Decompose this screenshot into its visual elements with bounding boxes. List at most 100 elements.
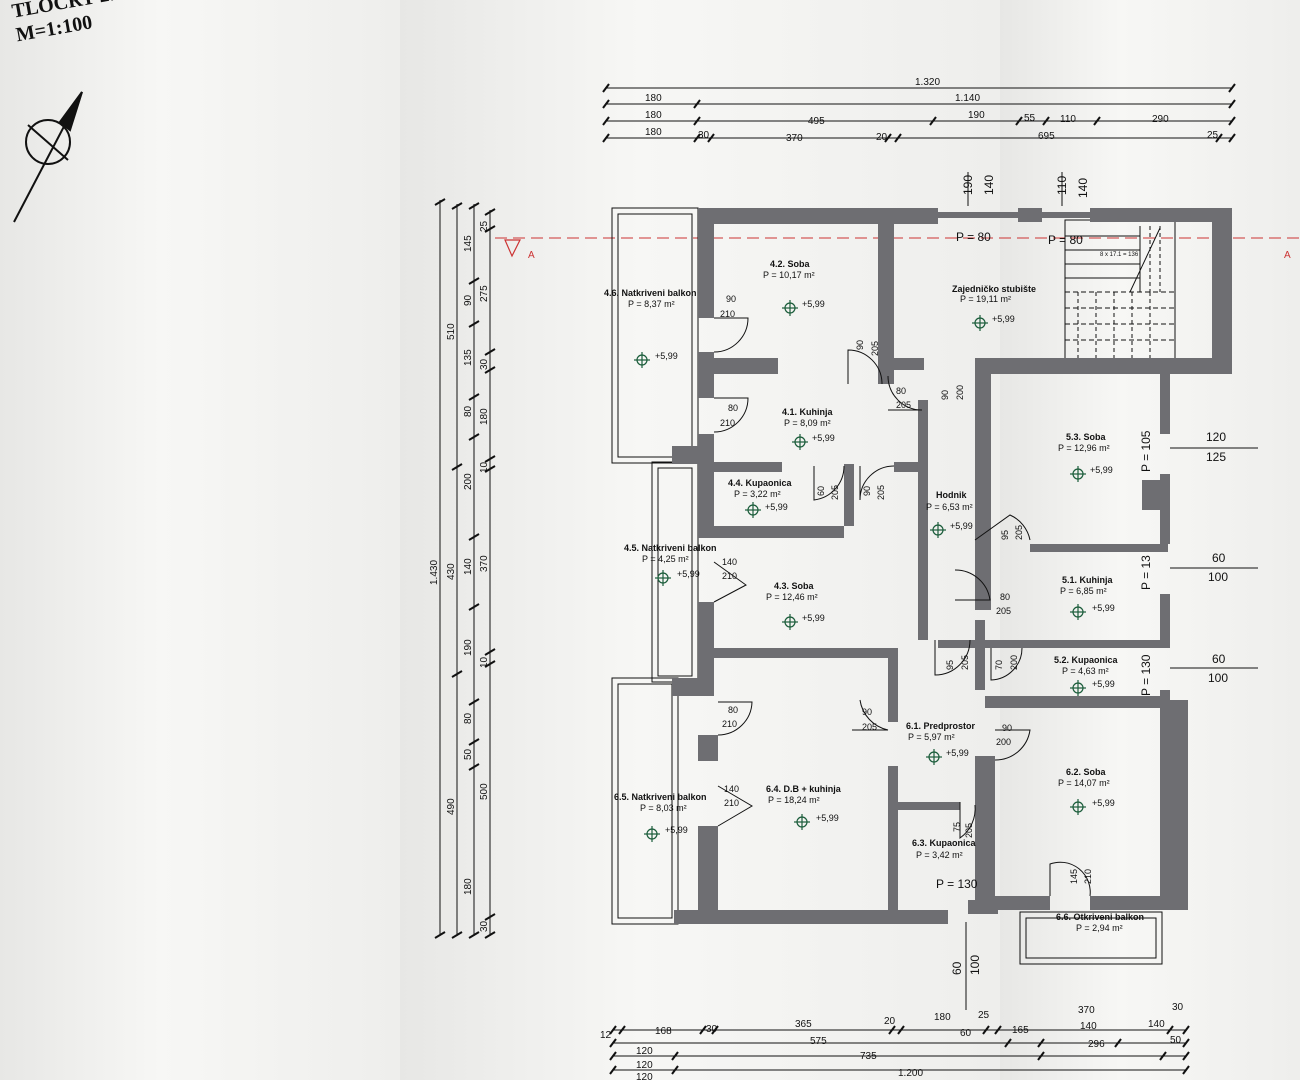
door-d13a: 80 (728, 705, 738, 715)
bottom-dimensions (609, 1025, 1190, 1075)
room-level-4-5: +5,99 (677, 569, 700, 579)
window-w140b: 140 (1076, 178, 1090, 198)
window-w110: 110 (1055, 176, 1069, 195)
dim-bottom-r4-2: 735 (860, 1051, 877, 1062)
parapet-p80a: P = 80 (956, 230, 991, 244)
door-d2b: 205 (870, 341, 880, 356)
dim-left-c3-8: 80 (463, 712, 474, 724)
room-area-6-4: P = 18,24 m² (768, 795, 820, 805)
window-w100c: 100 (968, 955, 982, 975)
north-arrow-icon (13, 91, 83, 223)
dim-left-c3-2: 90 (463, 294, 474, 306)
dim-left-c2-3: 490 (446, 798, 457, 815)
dim-bottom-r3-4: 50 (1170, 1035, 1182, 1046)
dim-top-r3-6: 290 (1152, 114, 1169, 125)
door-d3b: 205 (896, 400, 911, 410)
room-name-6-3: 6.3. Kupaonica (912, 838, 977, 848)
dim-bottom-r2-4: 140 (1148, 1019, 1165, 1030)
dim-left-c4-8: 500 (479, 783, 490, 800)
door-d2a: 90 (855, 340, 865, 350)
stair-note: 8 x 17.1 = 136 (1100, 252, 1139, 258)
dim-top-r2-1: 180 (645, 93, 662, 104)
dim-bottom-r1-1: 12 (600, 1030, 612, 1041)
room-level-4-4: +5,99 (765, 502, 788, 512)
window-w100b: 100 (1208, 671, 1228, 685)
room-name-4-2: 4.2. Soba (770, 259, 811, 269)
door-d12b: 200 (1009, 655, 1019, 670)
dim-left-c2-1: 510 (446, 323, 457, 340)
dim-top-total: 1.320 (915, 77, 940, 88)
door-d5b: 210 (720, 418, 735, 428)
dim-left-c3-7: 190 (463, 639, 474, 656)
dim-bottom-r1-5: 20 (884, 1016, 896, 1027)
parapet-p130a: P = 130 (1139, 654, 1153, 696)
door-d1a: 90 (726, 294, 736, 304)
room-name-5-2: 5.2. Kupaonica (1054, 655, 1119, 665)
dim-top-r3-3: 190 (968, 110, 985, 121)
dim-left-c4-1: 25 (479, 220, 490, 232)
dim-bottom-r1-4: 365 (795, 1019, 812, 1030)
door-d18b: 210 (1083, 869, 1093, 884)
walls (672, 208, 1232, 924)
dim-left-c3-10: 180 (463, 878, 474, 895)
room-name-5-3: 5.3. Soba (1066, 432, 1107, 442)
room-name-hodnik: Hodnik (936, 490, 967, 500)
room-area-6-6: P = 2,94 m² (1076, 923, 1123, 933)
room-area-6-2: P = 14,07 m² (1058, 778, 1110, 788)
room-area-4-1: P = 8,09 m² (784, 418, 831, 428)
parapet-p105: P = 105 (1139, 430, 1153, 472)
door-swings (713, 317, 1091, 897)
dim-top-r3-5: 110 (1060, 114, 1076, 125)
room-level-6-2: +5,99 (1092, 798, 1115, 808)
dim-top-r3-4: 55 (1024, 113, 1036, 124)
door-d8b: 210 (722, 571, 737, 581)
window-w120: 120 (1206, 430, 1226, 444)
window-w60c: 60 (950, 961, 964, 975)
dim-top-r2-2: 1.140 (955, 93, 980, 104)
room-area-4-4: P = 3,22 m² (734, 489, 781, 499)
parapet-p13: P = 13 (1139, 555, 1153, 590)
door-d9b: 205 (1014, 525, 1024, 540)
dim-top-r3-1: 180 (645, 110, 662, 121)
dim-bottom-r5-1: 120 (636, 1072, 653, 1080)
room-name-6-6: 6.6. Otkriveni balkon (1056, 912, 1144, 922)
room-area-6-5: P = 8,03 m² (640, 803, 687, 813)
dim-top-r4-4: 20 (876, 132, 888, 143)
section-mark-left-icon (504, 239, 521, 258)
dim-bottom-r5-2: 1.200 (898, 1068, 923, 1079)
room-name-4-1: 4.1. Kuhinja (782, 407, 834, 417)
section-mark-right: A (1284, 250, 1291, 261)
door-d17b: 205 (964, 823, 974, 838)
dim-top-r4-5: 695 (1038, 131, 1055, 142)
window-w125: 125 (1206, 450, 1226, 464)
dim-bottom-r2-2: 165 (1012, 1025, 1029, 1036)
door-d6a: 60 (816, 486, 826, 496)
door-d10b: 205 (996, 606, 1011, 616)
room-name-4-6: 4.6. Natkriveni balkon (604, 288, 697, 298)
dim-bottom-r2-3: 140 (1080, 1021, 1097, 1032)
dim-bottom-r1-9: 30 (1172, 1002, 1184, 1013)
dim-left-c4-7: 10 (479, 656, 490, 668)
dim-top-r4-1: 180 (645, 127, 662, 138)
room-level-6-4: +5,99 (816, 813, 839, 823)
room-name-4-4: 4.4. Kupaonica (728, 478, 793, 488)
door-d15a: 90 (1002, 723, 1012, 733)
window-w60a: 60 (1212, 551, 1226, 565)
room-area-stairs: P = 19,11 m² (960, 294, 1011, 304)
door-d8a: 140 (722, 557, 737, 567)
room-level-5-1: +5,99 (1092, 603, 1115, 613)
dim-bottom-r3-2: 575 (810, 1036, 827, 1047)
door-d16b: 210 (724, 798, 739, 808)
paper-panel-left (0, 0, 400, 1080)
dim-top-r4-3: 370 (786, 133, 803, 144)
parapet-p80b: P = 80 (1048, 233, 1083, 247)
dim-top-r4-6: 25 (1207, 130, 1219, 141)
door-d14a: 90 (862, 707, 872, 717)
door-d3a: 80 (896, 386, 906, 396)
section-mark-left: A (528, 250, 535, 261)
room-name-6-2: 6.2. Soba (1066, 767, 1107, 777)
room-area-4-5: P = 4,25 m² (642, 554, 689, 564)
door-d12a: 70 (994, 660, 1004, 670)
dim-left-c4-3: 30 (479, 358, 490, 370)
